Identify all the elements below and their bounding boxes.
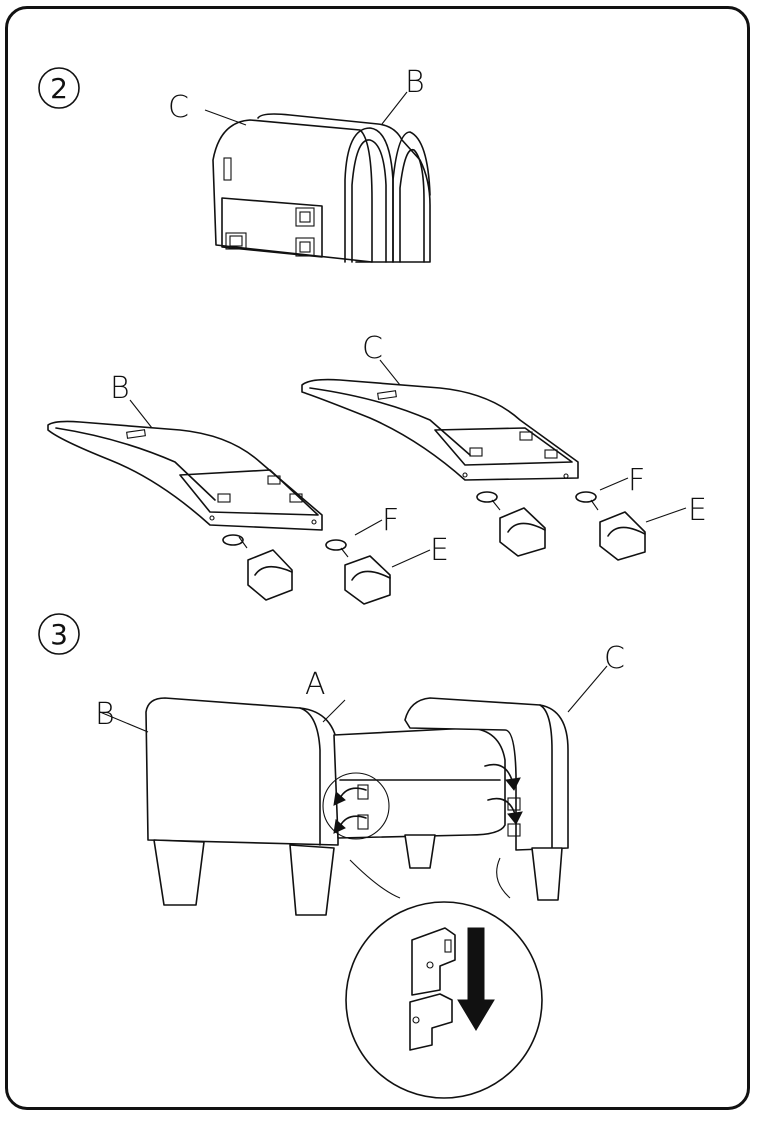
curved-arrow-icon bbox=[333, 791, 346, 806]
curved-arrow-icon bbox=[487, 797, 516, 815]
curved-arrow-icon bbox=[339, 787, 367, 799]
step3-arrows bbox=[333, 763, 523, 834]
step2-arm-B bbox=[47, 399, 323, 531]
label-step3-B: B bbox=[95, 697, 115, 732]
curved-arrow-icon bbox=[339, 815, 367, 827]
label-step2-right-C: C bbox=[362, 331, 383, 366]
step2-arm-B-feet bbox=[222, 519, 431, 605]
rotate-arrow-icon bbox=[607, 526, 646, 537]
curved-arrow-icon bbox=[505, 777, 521, 791]
step-3-marker: 3 bbox=[38, 613, 80, 655]
detail-callout-small bbox=[322, 772, 390, 840]
label-step2-left-B: B bbox=[110, 371, 130, 406]
rotate-arrow-icon bbox=[254, 565, 293, 576]
label-step2-left-E: E bbox=[430, 533, 449, 568]
step-3-number: 3 bbox=[50, 618, 68, 651]
label-step2-right-F: F bbox=[628, 463, 645, 498]
label-step2-top-B: B bbox=[405, 65, 425, 100]
step2-stacked-arms bbox=[204, 91, 431, 263]
label-step3-C: C bbox=[604, 641, 625, 676]
curved-arrow-icon bbox=[484, 763, 513, 781]
page-frame bbox=[5, 6, 750, 1110]
step-2-number: 2 bbox=[50, 72, 68, 105]
step2-arm-C bbox=[301, 359, 579, 481]
rotate-arrow-icon bbox=[507, 522, 546, 533]
down-arrow-icon bbox=[457, 927, 495, 1031]
label-step2-top-C: C bbox=[168, 90, 189, 125]
detail-callout bbox=[345, 901, 543, 1099]
step3-arm-C bbox=[404, 697, 569, 901]
curved-arrow-icon bbox=[333, 819, 346, 834]
curved-arrow-icon bbox=[507, 811, 523, 825]
step3-arm-B bbox=[145, 697, 339, 916]
step2-arm-C-feet bbox=[476, 477, 687, 561]
label-step2-left-F: F bbox=[382, 503, 399, 538]
step3-seat-A bbox=[333, 727, 506, 869]
label-step2-right-E: E bbox=[688, 493, 707, 528]
step-2-marker: 2 bbox=[38, 67, 80, 109]
rotate-arrow-icon bbox=[351, 570, 391, 581]
label-step3-A: A bbox=[305, 667, 326, 702]
